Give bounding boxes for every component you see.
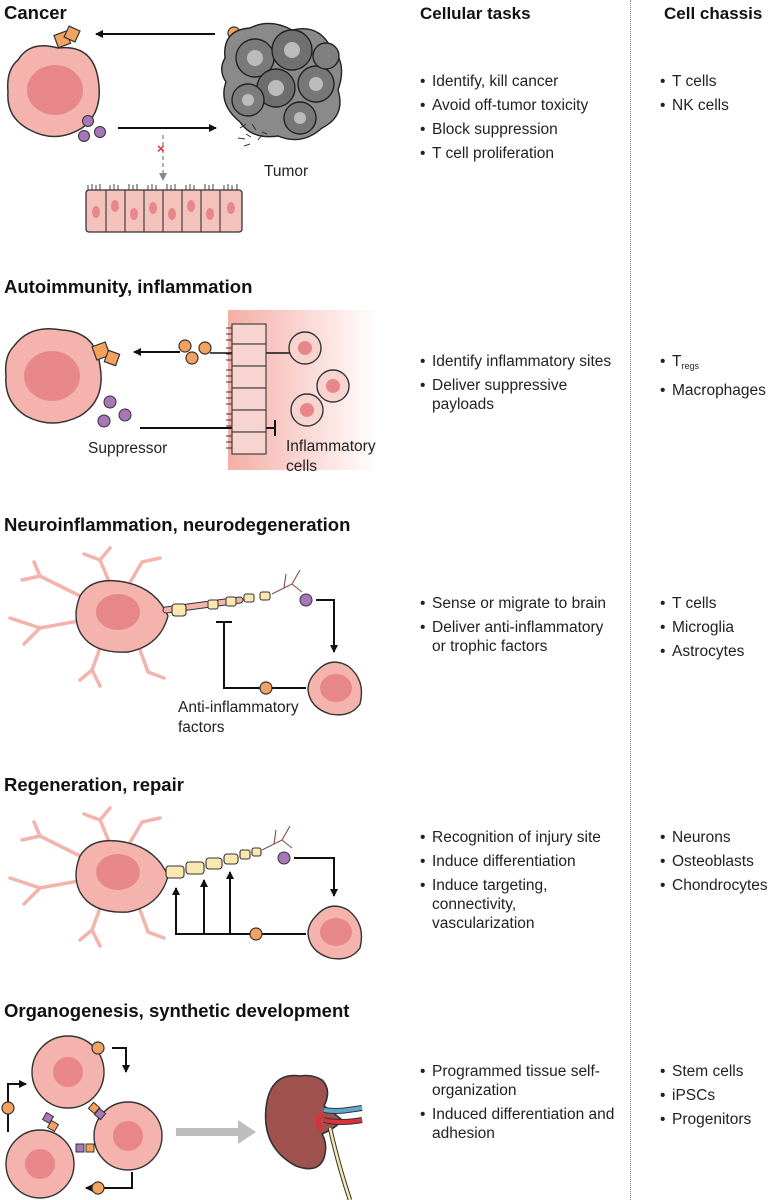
list-item: T cell proliferation [420, 144, 588, 163]
epithelial-layer [231, 323, 267, 455]
list-item: T cells [660, 72, 729, 91]
list-item: Induce targeting, connectivity, vascular… [420, 876, 620, 933]
organogenesis-illustration [1, 1035, 363, 1200]
myelin-segments [165, 847, 262, 879]
treg-label: T [672, 353, 682, 370]
regeneration-chassis-list: Neurons Osteoblasts Chondrocytes [660, 828, 768, 900]
list-item: Neurons [660, 828, 768, 847]
cancer-chassis-list: T cells NK cells [660, 72, 729, 120]
list-item: iPSCs [660, 1086, 751, 1105]
section-title-autoimmunity: Autoimmunity, inflammation [4, 276, 253, 297]
section-title-regeneration: Regeneration, repair [4, 774, 184, 795]
list-item: Identify, kill cancer [420, 72, 588, 91]
list-item: Identify inflammatory sites [420, 352, 620, 371]
list-item: Sense or migrate to brain [420, 594, 620, 613]
section-title-neuroinflammation: Neuroinflammation, neurodegeneration [4, 514, 351, 535]
autoimmunity-tasks-list: Identify inflammatory sites Deliver supp… [420, 352, 620, 419]
column-divider [630, 0, 631, 1200]
t-cell-nucleus [27, 65, 83, 115]
neuroinflammation-chassis-list: T cells Microglia Astrocytes [660, 594, 744, 666]
autoimmunity-chassis-list: Tregs Macrophages [660, 352, 766, 405]
list-item: Chondrocytes [660, 876, 768, 895]
inflammatory-label-line2: cells [286, 458, 317, 475]
list-item: Avoid off-tumor toxicity [420, 96, 588, 115]
list-item: Osteoblasts [660, 852, 768, 871]
section-title-organogenesis: Organogenesis, synthetic development [4, 1000, 350, 1021]
adhesion-molecules [41, 1101, 107, 1153]
list-item: NK cells [660, 96, 729, 115]
list-item: Microglia [660, 618, 744, 637]
list-item: Astrocytes [660, 642, 744, 661]
section-title-cancer: Cancer [4, 2, 67, 23]
list-item: T cells [660, 594, 744, 613]
cancer-illustration: × Tumor [6, 22, 343, 233]
list-item: Recognition of injury site [420, 828, 620, 847]
list-item: Progenitors [660, 1110, 751, 1129]
organogenesis-chassis-list: Stem cells iPSCs Progenitors [660, 1062, 751, 1134]
inflammatory-label-line1: Inflammatory [286, 438, 376, 455]
list-item: Deliver suppressive payloads [420, 376, 620, 414]
suppressor-label: Suppressor [88, 440, 167, 457]
list-item: Induce differentiation [420, 852, 620, 871]
list-item: Programmed tissue self-organization [420, 1062, 620, 1100]
list-item: Macrophages [660, 381, 766, 400]
regeneration-illustration [8, 806, 363, 960]
list-item: Tregs [660, 352, 766, 376]
treg-subscript: regs [681, 361, 699, 371]
regeneration-tasks-list: Recognition of injury site Induce differ… [420, 828, 620, 938]
autoimmunity-illustration: Suppressor Inflammatory cells [4, 310, 378, 475]
block-x-icon: × [157, 141, 165, 156]
neuroinflammation-tasks-list: Sense or migrate to brain Deliver anti-i… [420, 594, 620, 661]
list-item: Stem cells [660, 1062, 751, 1081]
tumor-label: Tumor [264, 163, 308, 180]
cancer-tasks-list: Identify, kill cancer Avoid off-tumor to… [420, 72, 588, 168]
organogenesis-tasks-list: Programmed tissue self-organization Indu… [420, 1062, 620, 1148]
differentiation-arrow [176, 1120, 256, 1144]
purple-ligand-icon [82, 115, 94, 127]
cell-chassis-header: Cell chassis [664, 4, 763, 23]
kidney-icon [264, 1074, 363, 1200]
healthy-epithelium [85, 184, 243, 233]
list-item: Block suppression [420, 120, 588, 139]
list-item: Deliver anti-inflammatory or trophic fac… [420, 618, 620, 656]
neuroinflammation-illustration: Anti-inflammatory factors [8, 546, 363, 736]
anti-inflammatory-label-line1: Anti-inflammatory [178, 699, 299, 716]
list-item: Induced differentiation and adhesion [420, 1105, 620, 1143]
tumor [221, 22, 343, 141]
cellular-tasks-header: Cellular tasks [420, 4, 531, 23]
anti-inflammatory-label-line2: factors [178, 719, 225, 736]
